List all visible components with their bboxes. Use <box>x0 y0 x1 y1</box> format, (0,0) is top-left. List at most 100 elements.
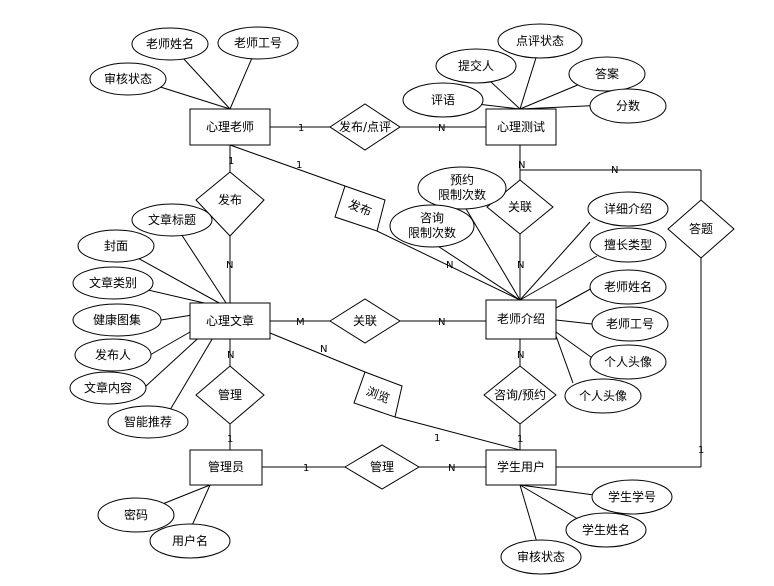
svg-text:老师姓名: 老师姓名 <box>604 279 652 294</box>
attr-student-id: 学生学号 <box>591 479 673 515</box>
card-student-answer: 1 <box>698 445 704 456</box>
entity-psych-article: 心理文章 <box>189 302 271 340</box>
card-student-consult: 1 <box>517 434 523 445</box>
card-article-browse: N <box>320 344 327 355</box>
svg-text:个人头像: 个人头像 <box>579 389 627 403</box>
entity-psych-teacher: 心理老师 <box>189 108 271 146</box>
relationship-answer: 答题 <box>667 199 735 259</box>
svg-text:学生姓名: 学生姓名 <box>582 522 630 537</box>
relationship-publish-review: 发布/点评 <box>329 103 401 151</box>
svg-text:点评状态: 点评状态 <box>516 34 564 48</box>
relationship-manage-article: 管理 <box>195 365 265 425</box>
entity-psych-test-label: 心理测试 <box>497 119 545 134</box>
svg-text:限制次数: 限制次数 <box>408 225 456 240</box>
relationship-link-article-label: 关联 <box>353 314 377 328</box>
card-admin-manage-article: 1 <box>227 434 233 445</box>
attr-article-content: 文章内容 <box>69 371 147 405</box>
entity-teacher-intro-label: 老师介绍 <box>497 312 545 326</box>
svg-text:擅长类型: 擅长类型 <box>604 237 652 252</box>
attr-test-answer: 答案 <box>568 56 646 92</box>
svg-text:密码: 密码 <box>124 507 148 522</box>
svg-text:提交人: 提交人 <box>458 58 494 73</box>
relationship-manage-article-label: 管理 <box>218 387 242 402</box>
attr-intro-avatar-1: 个人头像 <box>589 344 667 380</box>
svg-text:评语: 评语 <box>431 93 455 107</box>
svg-text:预约: 预约 <box>450 172 474 187</box>
svg-text:学生学号: 学生学号 <box>608 489 656 504</box>
svg-text:老师工号: 老师工号 <box>606 317 654 331</box>
attr-student-review-status: 审核状态 <box>500 539 582 575</box>
entity-teacher-intro: 老师介绍 <box>485 299 557 340</box>
svg-text:审核状态: 审核状态 <box>517 549 565 564</box>
attr-article-cover: 封面 <box>77 229 155 263</box>
svg-text:分数: 分数 <box>616 98 640 113</box>
attr-admin-password: 密码 <box>97 497 175 533</box>
attr-intro-teacher-id: 老师工号 <box>591 306 669 342</box>
card-student-browse: 1 <box>434 433 440 444</box>
card-test-link: N <box>518 160 525 171</box>
attr-intro-avatar-2: 个人头像 <box>564 378 642 414</box>
relationship-browse: 浏览 <box>353 371 403 418</box>
svg-text:个人头像: 个人头像 <box>604 355 652 369</box>
attr-intro-detail: 详细介绍 <box>587 191 669 227</box>
svg-text:文章类别: 文章类别 <box>89 275 137 290</box>
card-article-link: M <box>296 317 305 328</box>
attr-teacher-id: 老师工号 <box>217 26 299 60</box>
attr-intro-specialty: 擅长类型 <box>589 227 667 263</box>
relationship-manage-user: 管理 <box>344 444 420 490</box>
card-test-answer: N <box>611 165 618 176</box>
entity-psych-test: 心理测试 <box>485 108 557 146</box>
relationship-publish-label: 发布 <box>218 192 242 207</box>
attr-article-health-images: 健康图集 <box>72 303 162 337</box>
card-intro-link-article: N <box>438 317 445 328</box>
relationship-link-test-label: 关联 <box>508 200 532 214</box>
card-intro-publish-diag: N <box>446 260 453 271</box>
relationship-answer-label: 答题 <box>689 221 713 236</box>
card-teacher-publish-diag: 1 <box>296 160 302 171</box>
relationship-consult-book: 咨询/预约 <box>483 365 557 425</box>
svg-text:用户名: 用户名 <box>172 533 208 548</box>
attr-test-submitter: 提交人 <box>435 48 517 84</box>
svg-text:封面: 封面 <box>104 239 128 253</box>
attr-intro-teacher-name: 老师姓名 <box>589 269 667 305</box>
entity-psych-article-label: 心理文章 <box>206 313 254 328</box>
svg-text:详细介绍: 详细介绍 <box>604 201 652 216</box>
card-teacher-publish-vert: 1 <box>228 156 234 167</box>
svg-text:咨询: 咨询 <box>420 210 444 225</box>
entity-admin: 管理员 <box>189 449 263 486</box>
attr-student-name: 学生姓名 <box>565 512 647 548</box>
attr-test-score: 分数 <box>589 88 667 124</box>
relationship-link-article: 关联 <box>329 298 401 344</box>
svg-text:限制次数: 限制次数 <box>438 187 486 202</box>
attr-article-category: 文章类别 <box>72 266 154 300</box>
card-admin-manage-user: 1 <box>303 463 309 474</box>
svg-text:审核状态: 审核状态 <box>104 71 152 86</box>
relationship-publish-review-label: 发布/点评 <box>339 119 391 134</box>
attr-intro-consult-limit: 咨询 限制次数 <box>389 204 475 248</box>
entity-admin-label: 管理员 <box>208 459 244 474</box>
svg-text:发布人: 发布人 <box>95 347 131 362</box>
cardinality-labels: 1 N 1 N 1 N N N N 1 M N N 1 N 1 N 1 1 N <box>226 123 704 474</box>
svg-text:答案: 答案 <box>595 66 619 81</box>
attr-article-title: 文章标题 <box>131 203 213 237</box>
card-intro-link: N <box>517 260 524 271</box>
card-article-manage: N <box>227 350 234 361</box>
attr-teacher-review-status: 审核状态 <box>89 62 167 96</box>
svg-text:健康图集: 健康图集 <box>93 312 141 327</box>
card-test-publish: N <box>438 123 445 134</box>
svg-text:文章内容: 文章内容 <box>84 380 132 395</box>
attr-teacher-name: 老师姓名 <box>131 27 209 61</box>
card-intro-consult: N <box>517 350 524 361</box>
svg-text:文章标题: 文章标题 <box>148 212 196 227</box>
attr-test-review-status: 点评状态 <box>497 23 583 59</box>
attr-article-smart-recommend: 智能推荐 <box>107 405 189 439</box>
card-student-manage: N <box>448 463 455 474</box>
attr-intro-booking-limit: 预约 限制次数 <box>417 166 507 210</box>
svg-text:老师工号: 老师工号 <box>234 36 282 50</box>
card-teacher-publish: 1 <box>298 123 304 134</box>
relationship-publish: 发布 <box>195 171 265 237</box>
entity-psych-teacher-label: 心理老师 <box>206 120 254 134</box>
svg-text:老师姓名: 老师姓名 <box>146 36 194 51</box>
